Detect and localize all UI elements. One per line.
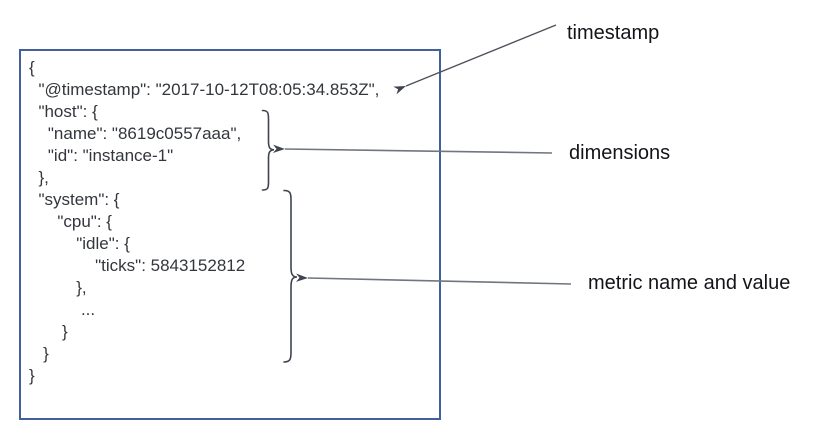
json-code: { "@timestamp": "2017-10-12T08:05:34.853… (29, 58, 380, 385)
dimensions-label: dimensions (569, 142, 671, 164)
json-document-box: { "@timestamp": "2017-10-12T08:05:34.853… (19, 49, 441, 420)
metric-name-and-value-label: metric name and value (588, 272, 791, 294)
timestamp-label: timestamp (567, 22, 660, 44)
